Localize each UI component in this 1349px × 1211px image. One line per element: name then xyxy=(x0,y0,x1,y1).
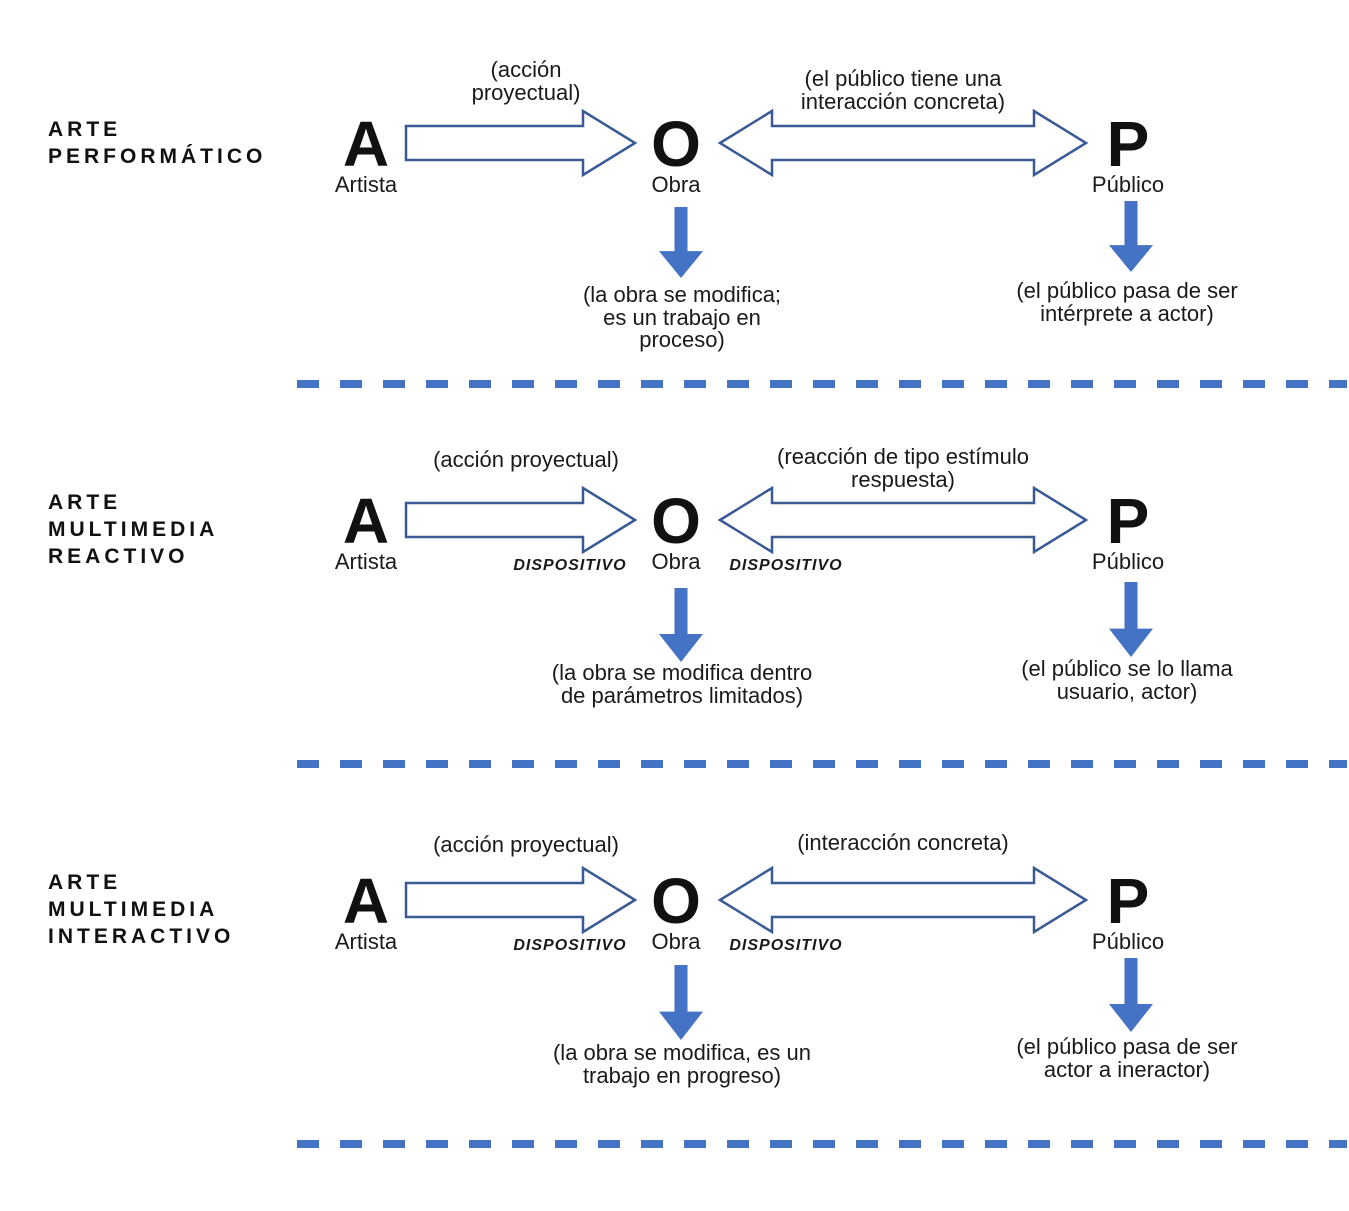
caption-publico: (el público pasa de ser intérprete a act… xyxy=(1016,278,1238,326)
node-letter-artista: A xyxy=(342,108,390,180)
caption-obra: (la obra se modifica; es un trabajo en p… xyxy=(582,282,782,352)
down-arrow-publico-icon xyxy=(1109,958,1153,1032)
label-accion-proyectual: (acción proyectual) xyxy=(433,447,619,472)
right-arrow-artista-obra xyxy=(404,865,638,935)
node-label-publico: Público xyxy=(1091,172,1165,197)
label-interaccion: (el público tiene una interacción concre… xyxy=(800,66,1006,114)
caption-publico: (el público pasa de ser actor a ineracto… xyxy=(1016,1034,1238,1082)
node-label-obra: Obra xyxy=(651,929,701,954)
node-letter-obra: O xyxy=(651,865,701,937)
node-letter-publico: P xyxy=(1106,865,1150,937)
label-dispositivo-ao: DISPOSITIVO xyxy=(513,937,627,954)
node-letter-obra: O xyxy=(651,108,701,180)
right-arrow-artista-obra xyxy=(404,485,638,555)
double-arrow-obra-publico xyxy=(717,865,1089,935)
node-letter-artista: A xyxy=(342,865,390,937)
dashed-divider xyxy=(297,760,1347,768)
down-arrow-publico-icon xyxy=(1109,201,1153,272)
node-letter-obra: O xyxy=(651,485,701,557)
dashed-divider xyxy=(297,1140,1347,1148)
section-title: ARTE MULTIMEDIA INTERACTIVO xyxy=(48,871,235,948)
node-label-obra: Obra xyxy=(651,172,701,197)
caption-obra: (la obra se modifica dentro de parámetro… xyxy=(551,660,813,708)
down-arrow-obra-icon xyxy=(659,207,703,278)
node-letter-publico: P xyxy=(1106,485,1150,557)
node-label-artista: Artista xyxy=(334,929,398,954)
node-label-publico: Público xyxy=(1091,549,1165,574)
section-title: ARTE MULTIMEDIA REACTIVO xyxy=(48,491,219,568)
caption-publico: (el público se lo llama usuario, actor) xyxy=(1021,656,1233,704)
double-arrow-obra-publico xyxy=(717,108,1089,178)
down-arrow-publico-icon xyxy=(1109,582,1153,657)
node-letter-artista: A xyxy=(342,485,390,557)
node-label-artista: Artista xyxy=(334,549,398,574)
down-arrow-obra-icon xyxy=(659,588,703,662)
double-arrow-obra-publico xyxy=(717,485,1089,555)
label-interaccion: (interacción concreta) xyxy=(797,830,1009,855)
down-arrow-obra-icon xyxy=(659,965,703,1040)
caption-obra: (la obra se modifica, es un trabajo en p… xyxy=(552,1040,812,1088)
label-accion-proyectual: (acción proyectual) xyxy=(471,57,581,105)
dashed-divider xyxy=(297,380,1347,388)
node-label-artista: Artista xyxy=(334,172,398,197)
node-letter-publico: P xyxy=(1106,108,1150,180)
section-title: ARTE PERFORMÁTICO xyxy=(48,118,267,168)
node-label-publico: Público xyxy=(1091,929,1165,954)
label-dispositivo-ao: DISPOSITIVO xyxy=(513,557,627,574)
label-reaccion: (reacción de tipo estímulo respuesta) xyxy=(777,444,1029,492)
right-arrow-artista-obra xyxy=(404,108,638,178)
label-dispositivo-op: DISPOSITIVO xyxy=(729,937,843,954)
label-dispositivo-op: DISPOSITIVO xyxy=(729,557,843,574)
node-label-obra: Obra xyxy=(651,549,701,574)
label-accion-proyectual: (acción proyectual) xyxy=(433,832,619,857)
